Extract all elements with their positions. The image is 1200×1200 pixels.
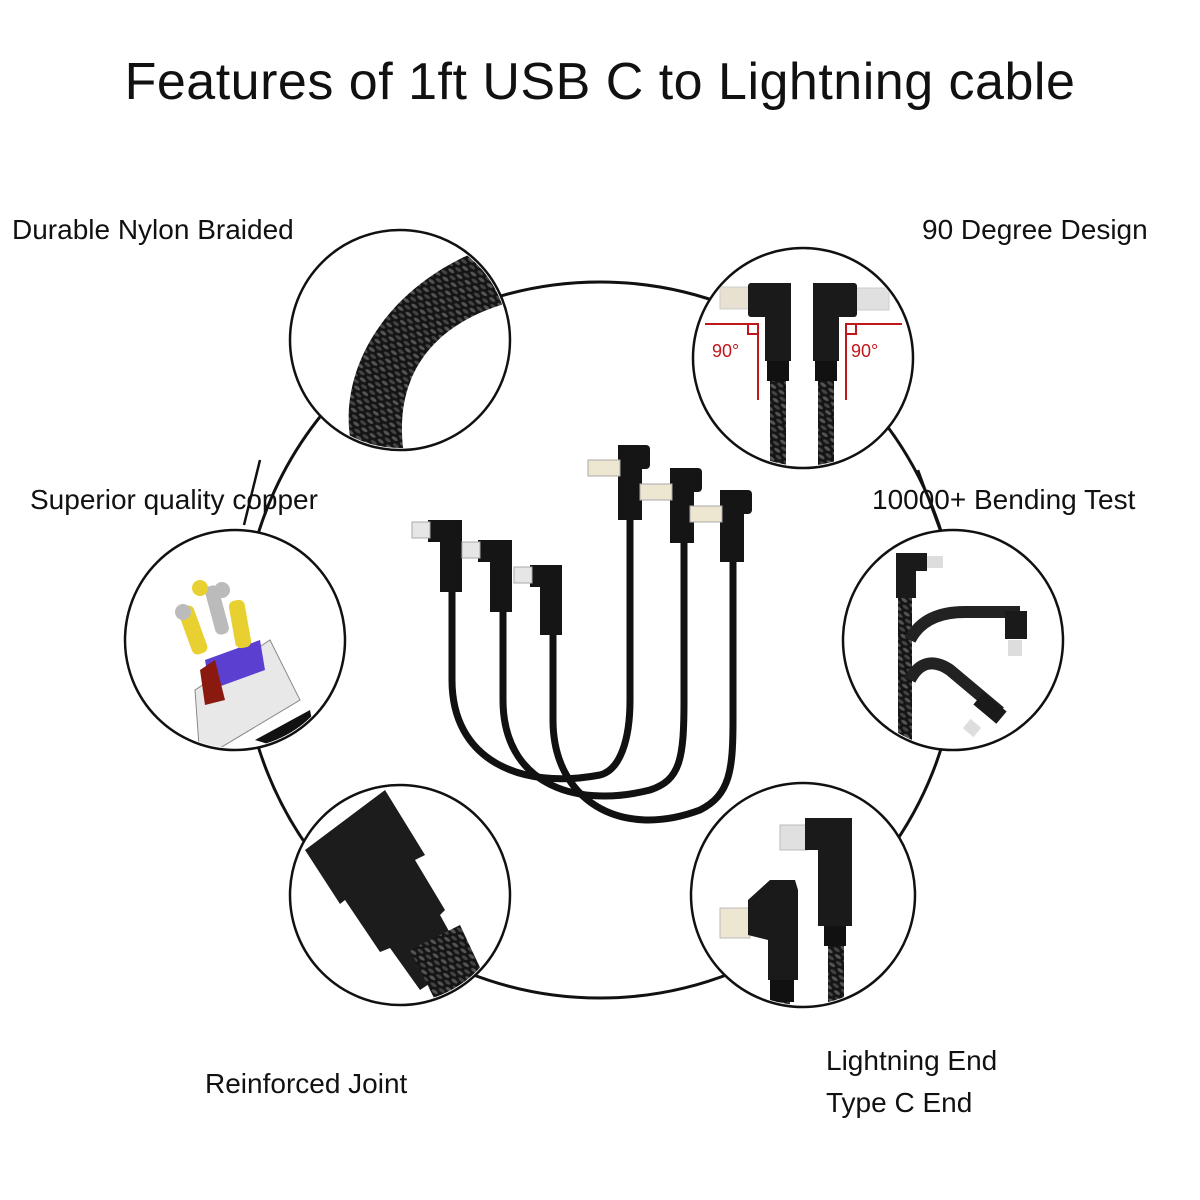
reinforced-joint-icon — [305, 790, 500, 1003]
angle-label-left: 90° — [712, 341, 739, 361]
page-title: Features of 1ft USB C to Lightning cable — [124, 53, 1076, 111]
cable-bundle-image — [448, 516, 737, 824]
cable-connectors — [428, 445, 752, 635]
angle-label-right: 90° — [851, 341, 878, 361]
feature-label-typec-end: Type C End — [826, 1087, 973, 1118]
feature-label-90-degree: 90 Degree Design — [922, 214, 1148, 245]
bending-test-icon — [896, 553, 1027, 748]
copper-core-icon — [175, 580, 320, 748]
feature-label-bending: 10000+ Bending Test — [872, 484, 1136, 515]
feature-label-nylon: Durable Nylon Braided — [12, 214, 294, 245]
feature-label-lightning-end: Lightning End — [826, 1045, 998, 1076]
feature-label-joint: Reinforced Joint — [205, 1068, 408, 1099]
ninety-degree-icon: 90° 90° — [705, 283, 902, 466]
connector-ends-icon — [719, 818, 852, 1005]
nylon-braid-icon — [348, 250, 508, 448]
